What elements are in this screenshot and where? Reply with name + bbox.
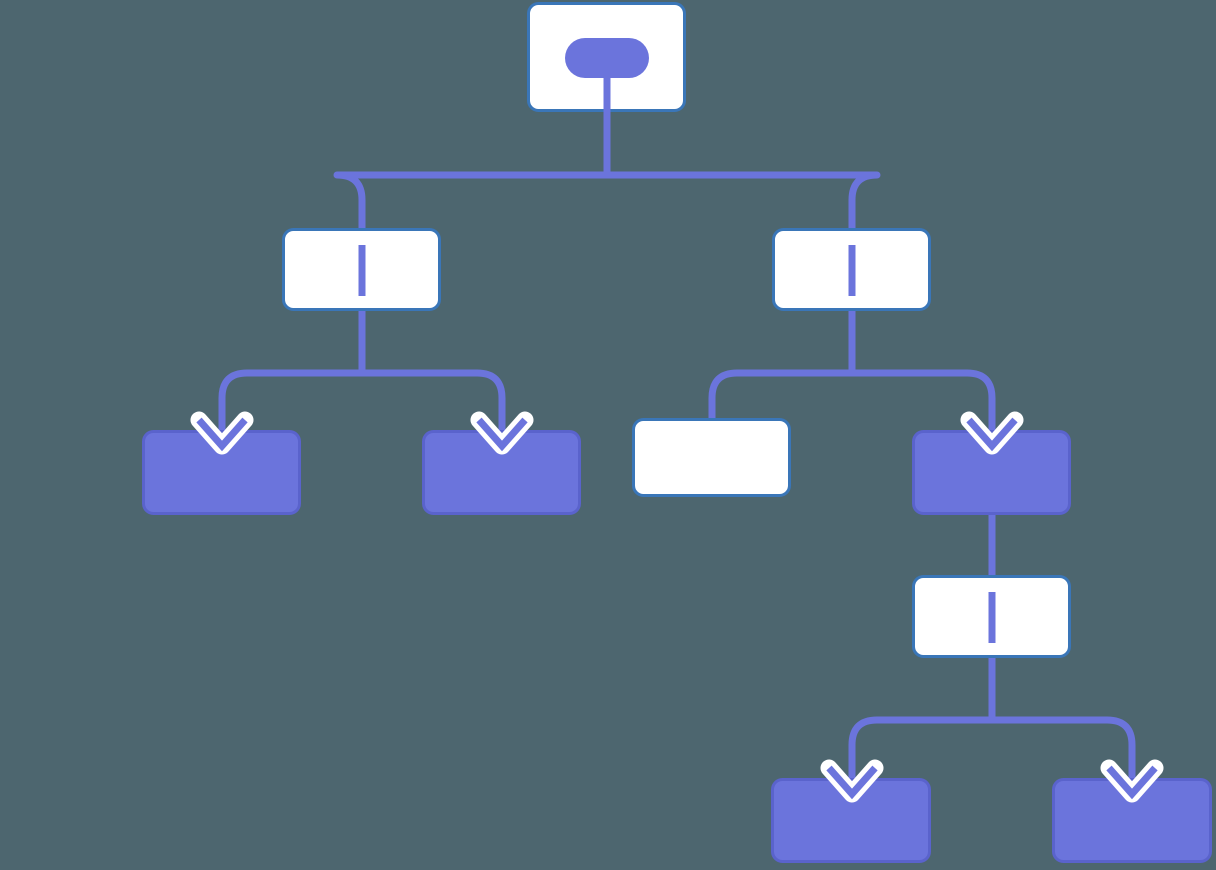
connector-to-level2-node-c [708, 369, 852, 418]
arrowhead-level4-right [1100, 759, 1164, 803]
arrowhead-level2-node-d-inner [966, 417, 1018, 452]
connector-bus-to-level1-right [607, 171, 881, 228]
arrowhead-level4-left-inner [826, 765, 878, 800]
level2-node-d-box[interactable] [912, 430, 1071, 515]
arrowhead-level2-node-a [190, 411, 254, 455]
level2-node-b-box[interactable] [422, 430, 581, 515]
node-layer [142, 2, 1212, 863]
connector-to-level2-node-d [852, 369, 996, 430]
level4-right-node-box[interactable] [1052, 778, 1212, 863]
inner-marker-layer [358, 245, 996, 643]
level2-node-a[interactable] [142, 430, 301, 515]
arrowhead-level2-node-d [960, 411, 1024, 455]
level2-node-b[interactable] [422, 430, 581, 515]
level2-node-c[interactable] [632, 418, 791, 497]
connector-bus-to-level1-left [333, 171, 607, 228]
connector-to-level2-node-a [218, 369, 362, 430]
arrowhead-level4-left [820, 759, 884, 803]
root-node[interactable] [527, 2, 686, 113]
connector-to-level2-node-b [362, 369, 506, 430]
arrowhead-layer [190, 411, 1164, 803]
connector-to-level4-left [848, 716, 992, 778]
connector-to-level4-right [992, 716, 1136, 778]
arrowhead-level2-node-b [470, 411, 534, 455]
level2-node-c-box[interactable] [632, 418, 791, 497]
level4-left-node-box[interactable] [771, 778, 931, 863]
level4-right-node[interactable] [1052, 778, 1212, 863]
level2-node-a-box[interactable] [142, 430, 301, 515]
arrowhead-level2-node-b-inner [476, 417, 528, 452]
connector-layer [218, 112, 1136, 778]
level2-node-d[interactable] [912, 430, 1071, 515]
arrowhead-level4-right-inner [1106, 765, 1158, 800]
arrowhead-level2-node-a-inner [196, 417, 248, 452]
level4-left-node[interactable] [771, 778, 931, 863]
